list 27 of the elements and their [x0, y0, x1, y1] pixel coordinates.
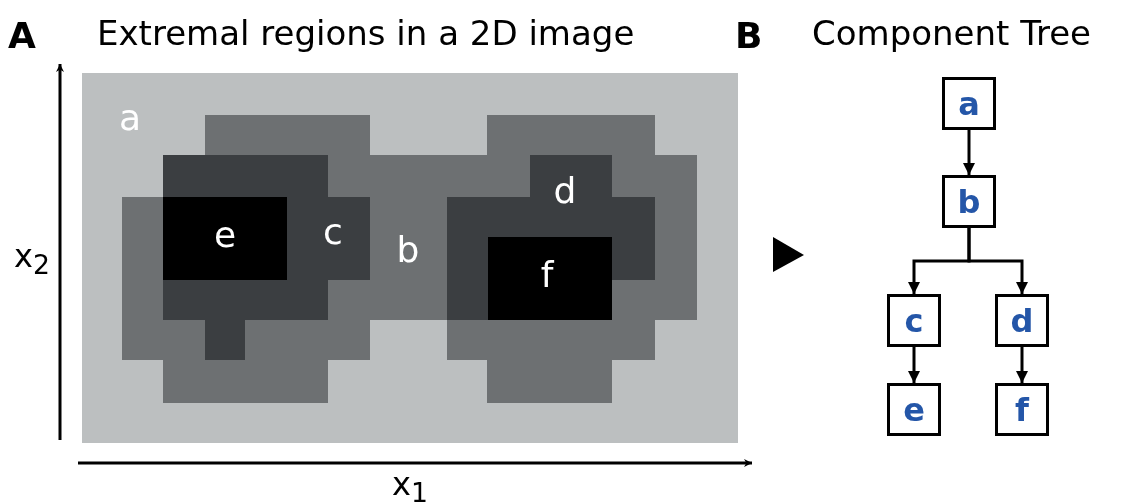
image-region [163, 155, 370, 360]
panel-letter: A [8, 18, 36, 54]
region-label: e [213, 217, 237, 253]
image-region [447, 155, 655, 320]
tree-node-box: b [942, 175, 996, 228]
region-label: d [553, 173, 577, 209]
arrow [967, 228, 1028, 294]
region-label: a [118, 100, 142, 136]
panel-letter: B [735, 18, 763, 54]
panel-title: Extremal regions in a 2D image [97, 16, 635, 50]
region-label: b [396, 232, 420, 268]
image-region [163, 197, 287, 280]
panel-title: Component Tree [812, 16, 1092, 50]
tree-node-box: e [887, 383, 941, 436]
image-region [82, 73, 738, 443]
tree-node-box: c [887, 294, 941, 347]
region-label: f [540, 257, 554, 293]
arrow [908, 347, 920, 383]
axis-label: x$_{1}$ [392, 468, 428, 503]
tree-node-box: d [995, 294, 1049, 347]
axis-label: x$_{2}$ [14, 240, 50, 280]
tree-node-box: f [995, 383, 1049, 436]
tree-node-box: a [942, 77, 996, 130]
region-label: c [323, 214, 343, 250]
image-region [488, 237, 612, 320]
arrow [963, 130, 975, 175]
arrow [1016, 347, 1028, 383]
